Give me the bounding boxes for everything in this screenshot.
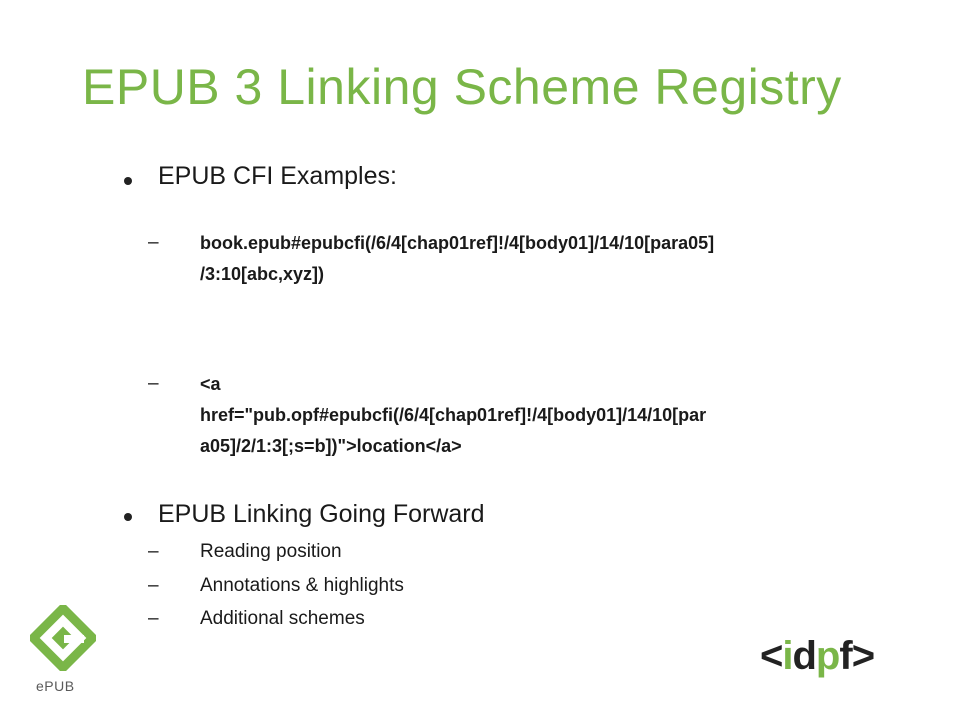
- idpf-logo-f: f: [839, 634, 852, 678]
- epub-logo-label: ePUB: [36, 678, 75, 694]
- slide-title: EPUB 3 Linking Scheme Registry: [82, 59, 842, 115]
- cfi-example-2-line1: <a: [200, 374, 221, 394]
- idpf-logo-d: d: [792, 634, 816, 678]
- idpf-logo-bracket-right: >: [851, 634, 875, 678]
- sub-bullet-annotations: Annotations & highlights: [200, 575, 404, 596]
- bullet-dot: [124, 177, 132, 185]
- bullet-dot: [124, 513, 132, 521]
- idpf-logo-p: p: [815, 634, 840, 678]
- sub-bullet-additional-schemes: Additional schemes: [200, 608, 365, 629]
- epub-logo-icon: [30, 605, 96, 671]
- idpf-logo-i: i: [782, 634, 793, 678]
- cfi-example-1-line1: book.epub#epubcfi(/6/4[chap01ref]!/4[bod…: [200, 233, 715, 253]
- cfi-example-2-line2: href="pub.opf#epubcfi(/6/4[chap01ref]!/4…: [200, 405, 707, 425]
- sub-bullet-dash: –: [148, 608, 159, 629]
- sub-bullet-dash: –: [148, 541, 159, 562]
- cfi-example-1-line2: /3:10[abc,xyz]): [200, 264, 325, 284]
- idpf-logo-bracket-left: <: [760, 634, 783, 678]
- sub-bullet-dash: –: [148, 373, 159, 394]
- bullet-epub-linking-forward: EPUB Linking Going Forward: [158, 500, 485, 528]
- sub-bullet-dash: –: [148, 232, 159, 253]
- sub-bullet-dash: –: [148, 575, 159, 596]
- cfi-example-2-line3: a05]/2/1:3[;s=b])">location</a>: [200, 436, 462, 456]
- cfi-example-1: book.epub#epubcfi(/6/4[chap01ref]!/4[bod…: [200, 228, 714, 290]
- cfi-example-2: <a href="pub.opf#epubcfi(/6/4[chap01ref]…: [200, 369, 706, 462]
- bullet-epub-cfi-examples: EPUB CFI Examples:: [158, 162, 397, 190]
- sub-bullet-reading-position: Reading position: [200, 541, 342, 562]
- idpf-logo: <idpf>: [760, 634, 875, 679]
